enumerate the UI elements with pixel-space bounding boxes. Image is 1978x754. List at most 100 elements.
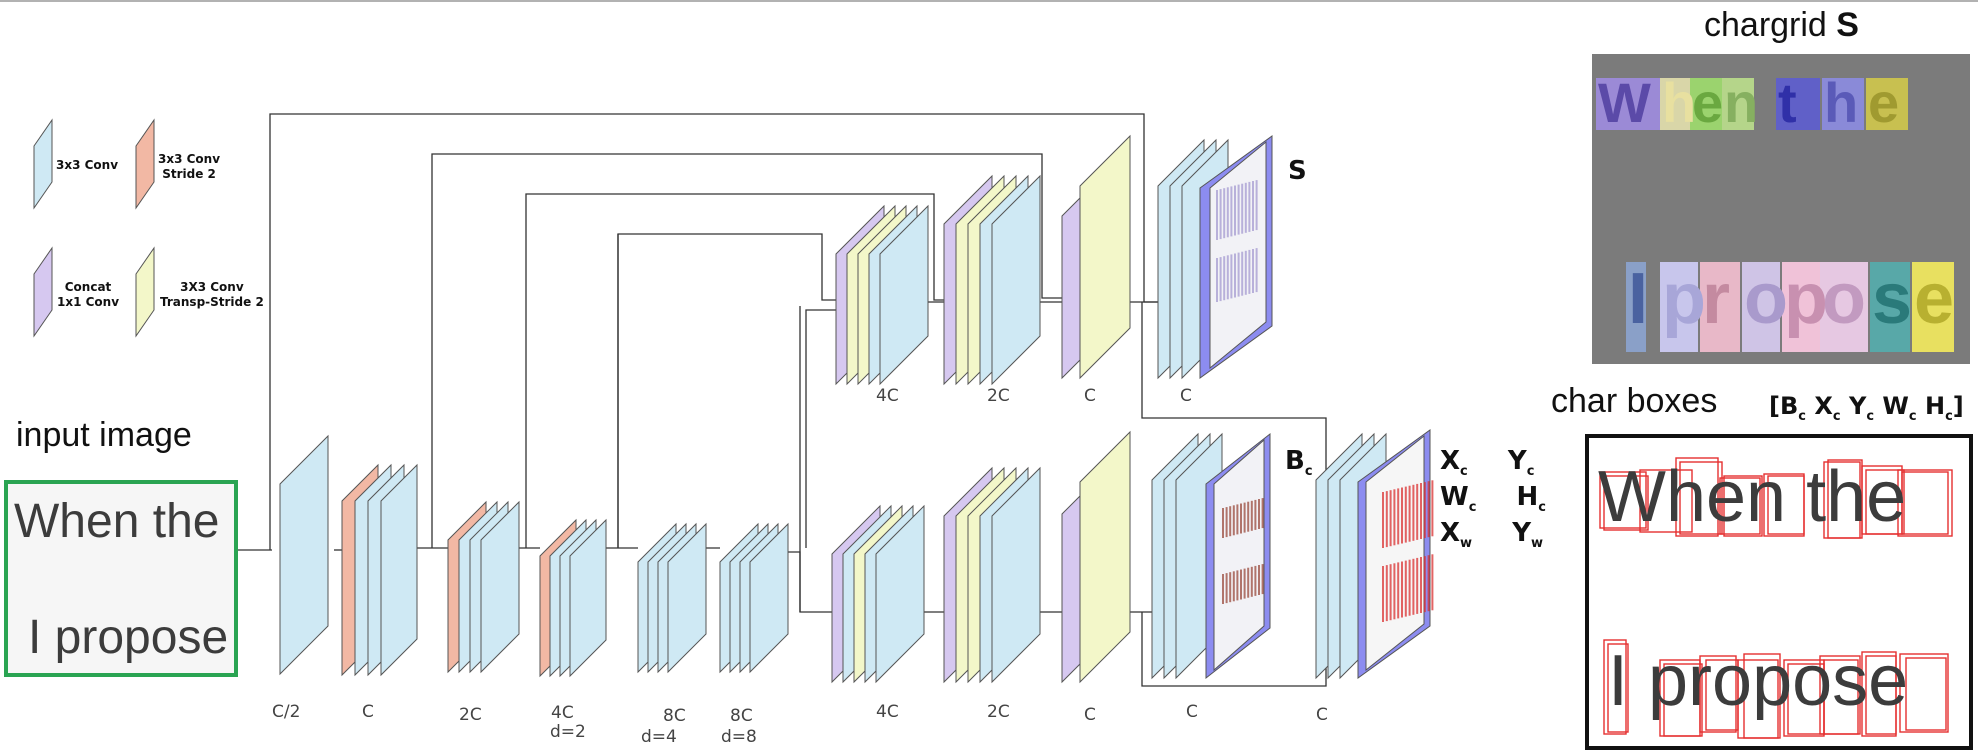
reg-stripe-top-1	[1382, 492, 1384, 548]
bc-stripe-bot-7	[1243, 568, 1246, 599]
dec-bot-bc-image	[1213, 438, 1265, 672]
legend-concat-l1: Concat	[64, 280, 112, 294]
dec-bot-4c-5	[875, 504, 925, 684]
formula-b-sub: c	[1798, 408, 1806, 424]
bc-stripe-bot-12	[1261, 564, 1264, 595]
reg-stripe-top-10	[1416, 483, 1419, 540]
reg-1-a-sub: c	[1460, 464, 1468, 480]
enc-block-8c-b-4	[749, 522, 789, 674]
dec-bot-concat	[1061, 492, 1083, 684]
output-bc-label: Bc	[1285, 446, 1313, 479]
reg-1-b-sub: c	[1526, 464, 1535, 480]
chargrid-cell-l1-5	[1776, 78, 1820, 130]
legend-transp: 3X3 Conv Transp-Stride 2	[160, 280, 264, 310]
reg-3-b-sub: w	[1531, 536, 1544, 552]
s-stripe-bot-9	[1244, 250, 1247, 295]
chargrid-panel	[1592, 54, 1970, 364]
bc-stripe-bot-5	[1236, 570, 1239, 601]
reg-stripe-bot-5	[1397, 562, 1400, 619]
bc-stripe-top-3	[1229, 506, 1232, 537]
enc-block-4c-4	[569, 518, 607, 678]
output-reg-row-2: Wc Hc	[1440, 482, 1546, 515]
chargrid-letter-l2-5: p	[1784, 259, 1828, 339]
chargrid-letter-l2-3: r	[1702, 259, 1731, 339]
formula-w-sub: c	[1908, 408, 1917, 424]
chargrid-letter-l1-6: h	[1824, 71, 1859, 134]
char-box-l2-2	[1607, 643, 1629, 733]
s-stripe-top-11	[1252, 181, 1254, 231]
legend-conv-stride2: 3x3 Conv Stride 2	[158, 152, 220, 182]
reg-3-b: Y	[1512, 518, 1532, 548]
s-stripe-bot-5	[1230, 254, 1233, 299]
bc-stripe-bot-3	[1229, 572, 1232, 603]
legend-transp-l1: 3X3 Conv	[180, 280, 244, 294]
char-box-l1-3	[1639, 469, 1693, 533]
s-stripe-bot-12	[1255, 248, 1258, 293]
skip-2c	[525, 193, 944, 548]
enc-conv-c2	[279, 434, 329, 676]
chargrid-cell-l1-1	[1596, 78, 1660, 130]
bc-stripe-bot-6	[1240, 569, 1242, 600]
bc-stripe-bot-11	[1258, 565, 1260, 595]
formula-x: X	[1814, 392, 1833, 420]
reg-stripe-bot-4	[1393, 563, 1396, 620]
dec-bot-label-1: 4C	[876, 702, 899, 722]
char-box-l2-15	[1899, 653, 1949, 733]
reg-2-b: H	[1516, 482, 1539, 512]
dec-bot-2c-5	[991, 466, 1041, 684]
s-stripe-top-9	[1244, 182, 1247, 233]
chargrid-cell-l1-3	[1690, 78, 1722, 130]
dec-bot-transp	[1079, 430, 1131, 684]
output-bc-sub: c	[1304, 464, 1313, 480]
char-box-l2-1	[1603, 639, 1627, 735]
reg-stripe-bot-2	[1385, 565, 1388, 622]
enc-label-5: 8C	[663, 706, 686, 726]
formula-h: H	[1924, 392, 1946, 420]
reg-stripe-bot-8	[1408, 559, 1411, 616]
reg-3-a: X	[1440, 518, 1461, 548]
enc-label-6-sub: d=8	[721, 727, 757, 747]
reg-stripe-bot-10	[1416, 557, 1419, 614]
formula-y-sub: c	[1866, 408, 1875, 424]
enc-label-3: 2C	[459, 705, 482, 725]
bot-skip-1	[805, 309, 836, 548]
dec-bot-label-4: C	[1186, 702, 1198, 722]
chargrid-letter-l2-8: e	[1914, 259, 1955, 339]
dec-top-transp	[1079, 134, 1131, 380]
chargrid-cell-l2-1	[1626, 262, 1646, 352]
reg-stripe-bot-9	[1412, 558, 1415, 615]
enc-block-2c-4	[480, 500, 520, 674]
reg-stripe-bot-1	[1382, 566, 1384, 622]
legend-swatch-stride	[135, 118, 155, 210]
chargrid-cell-l2-4	[1742, 262, 1780, 352]
bc-stripe-bot-9	[1250, 566, 1253, 597]
chargrid-letter-l2-1: I	[1628, 259, 1649, 339]
chargrid-cell-l2-8	[1912, 262, 1954, 352]
output-s-label: S	[1288, 156, 1307, 186]
reg-stripe-top-8	[1408, 485, 1411, 542]
reg-stripe-bot-3	[1389, 564, 1392, 621]
input-line-1: When the	[14, 495, 220, 548]
reg-stripe-top-13	[1427, 481, 1430, 538]
chargrid-cell-l1-2	[1660, 78, 1690, 130]
char-box-l1-5	[1679, 461, 1723, 535]
bc-stripe-bot-1	[1222, 574, 1224, 604]
output-reg-row-1: Xc Yc	[1440, 446, 1534, 479]
reg-2-a: W	[1440, 482, 1469, 512]
dec-top-label-2: 2C	[987, 386, 1010, 406]
chargrid-letter-l1-3: e	[1692, 71, 1724, 134]
dec-top-4c-5	[879, 204, 929, 386]
chargrid-letter-l2-4: o	[1744, 259, 1788, 339]
dec-bot-label-5: C	[1316, 705, 1328, 725]
formula-w: W	[1882, 392, 1909, 420]
chargrid-title: chargrid S	[1704, 6, 1859, 45]
reg-stripe-top-9	[1412, 484, 1415, 541]
bc-stripe-top-6	[1240, 503, 1242, 534]
char-box-l1-9	[1767, 475, 1805, 535]
char-box-l2-4	[1663, 663, 1703, 737]
chargrid-letter-l1-4: n	[1724, 71, 1759, 134]
s-stripe-bot-2	[1219, 257, 1222, 302]
chargrid-letter-l2-6: o	[1822, 259, 1866, 339]
char-box-l2-12	[1823, 659, 1859, 735]
